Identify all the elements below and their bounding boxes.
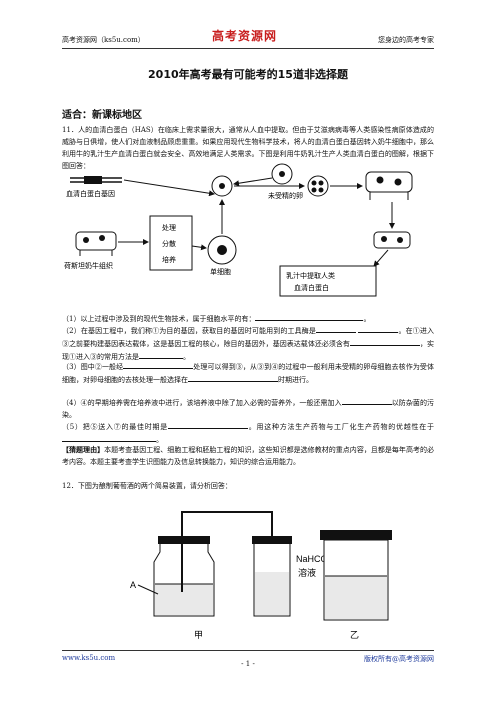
transgenic-cow-icon (365, 171, 413, 200)
process-box (149, 215, 193, 271)
label-process-3: 培养 (162, 255, 176, 264)
q11-reason: 【猜题理由】本题考查基因工程、细胞工程和胚胎工程的知识，这些知识都是选修教材的重… (62, 445, 435, 466)
label-process-2: 分散 (162, 239, 176, 248)
calf-icon (373, 231, 411, 249)
jar-yi-icon (320, 530, 392, 621)
cell-fusion-icon (211, 175, 233, 197)
label-milk-1: 乳汁中提取人类 (286, 271, 335, 280)
header-right: 您身边的高考专家 (378, 36, 434, 44)
q11-sub4: （4）④的早期培养需在培养液中进行，该培养液中除了加入必需的营养外，一般还需加入… (62, 396, 434, 421)
nahco3-bottle-icon (252, 536, 292, 617)
q12-intro: 12．下图为酿制葡萄酒的两个简易装置，请分析回答： (62, 482, 232, 490)
label-process-1: 处理 (162, 223, 176, 232)
label-yi: 乙 (350, 630, 359, 641)
q12-apparatus: A NaHCO₃ 溶液 甲 乙 (130, 511, 392, 641)
q11-flow-diagram: 血清白蛋白基因 荷斯坦奶牛组织 处理 分散 培养 单细胞 未受精的卵 (64, 163, 413, 297)
egg-icon (271, 163, 293, 185)
gene-strand-icon (70, 176, 122, 184)
q11-sub1: （1）以上过程中涉及到的现代生物技术，属于细胞水平的有：。 (62, 312, 434, 325)
header-brand: 高考资源网 (212, 29, 278, 43)
embryo-icon (307, 175, 329, 197)
label-egg: 未受精的卵 (268, 191, 303, 200)
label-jia: 甲 (194, 630, 203, 641)
page-number: - 1 - (241, 660, 255, 668)
q11-sub3: （3）图中②一般经处理可以得到③，从③到④的过程中一般利用未受精的卵母细胞去核作… (62, 360, 434, 386)
q11-sub5: （5）把⑤送入⑦的最佳时期是。用这种方法生产药物与工厂化生产药物的优越性在于。 (62, 420, 434, 446)
label-gene: 血清白蛋白基因 (66, 189, 115, 198)
section-heading: 适合：新课标地区 (62, 110, 142, 121)
page-title: 2010年高考最有可能考的15道非选择题 (148, 68, 348, 81)
page-footer: www.ks5u.com 版权所有@高考资源网 (62, 650, 434, 665)
single-cell-icon (207, 235, 237, 265)
label-cow: 荷斯坦奶牛组织 (64, 261, 113, 270)
page-header: 高考资源网（ks5u.com） 高考资源网 您身边的高考专家 (62, 26, 434, 49)
label-solution: 溶液 (298, 567, 316, 579)
label-a: A (130, 580, 136, 590)
q11-intro: 11．人的血清白蛋白（HAS）在临床上需求量很大，通常从人血中提取。但由于艾滋病… (62, 126, 434, 170)
cow-icon (75, 231, 117, 256)
milk-extraction-box (279, 265, 377, 297)
bottle-jia-icon (153, 536, 215, 617)
header-left: 高考资源网（ks5u.com） (62, 36, 145, 44)
footer-link[interactable]: www.ks5u.com (62, 654, 116, 662)
label-milk-2: 血清白蛋白 (294, 283, 329, 292)
q11-sub2: （2）在基因工程中，我们称①为目的基因，获取目的基因时可能用到的工具酶是 。在①… (62, 324, 434, 363)
label-single-cell: 单细胞 (210, 267, 231, 276)
footer-copyright: 版权所有@高考资源网 (364, 655, 434, 663)
label-nahco3: NaHCO₃ (296, 554, 332, 564)
